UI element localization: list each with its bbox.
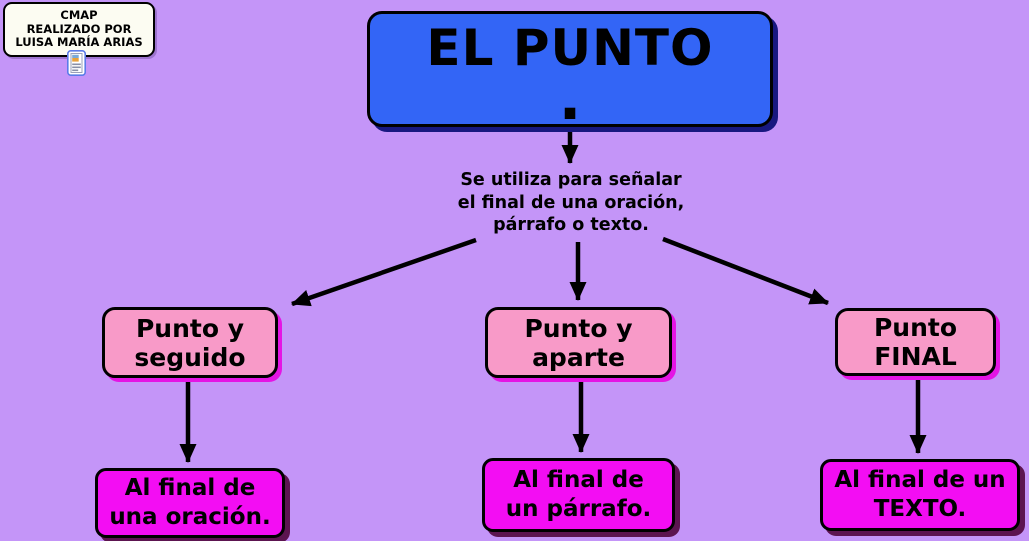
node-line: un párrafo. [505,496,652,522]
credit-line-3: LUISA MARÍA ARIAS [15,35,143,49]
node-al-final-de-un-texto[interactable]: Al final de un TEXTO. [820,459,1020,531]
node-line: seguido [134,342,246,372]
node-line: Punto y [135,313,245,343]
node-punto-y-aparte[interactable]: Punto y aparte [485,307,672,378]
definition-line-3: párrafo o texto. [493,215,649,235]
page-bottom-edge [0,541,1029,545]
node-line: una oración. [109,504,271,530]
node-line: Al final de [513,467,644,493]
root-node-el-punto[interactable]: EL PUNTO . [367,11,773,134]
node-line: Punto [873,313,958,342]
node-line: Al final de un [834,467,1006,493]
credit-box[interactable]: CMAP REALIZADO POR LUISA MARÍA ARIAS [3,2,155,57]
resource-link-icon[interactable] [67,50,86,76]
node-line: aparte [532,342,625,372]
root-title: EL PUNTO [426,19,714,77]
node-line: Punto y [524,313,633,343]
node-punto-y-seguido[interactable]: Punto y seguido [102,307,278,378]
credit-line-2: REALIZADO POR [26,21,132,36]
node-line: TEXTO. [873,496,967,522]
definition-line-2: el final de una oración, [457,192,685,213]
linking-phrase-definition[interactable]: Se utiliza para señalar el final de una … [421,169,721,237]
node-line: FINAL [874,342,957,371]
arrow-definition-to-punto-seguido [291,237,477,307]
node-line: Al final de [124,475,256,501]
node-al-final-de-una-oracion[interactable]: Al final de una oración. [95,468,285,538]
node-punto-final[interactable]: Punto FINAL [835,308,996,376]
credit-line-1: CMAP [60,8,98,22]
root-dot: . [558,64,582,134]
arrow-definition-to-punto-final [662,236,829,306]
definition-line-1: Se utiliza para señalar [460,170,682,190]
node-al-final-de-un-parrafo[interactable]: Al final de un párrafo. [482,458,675,532]
